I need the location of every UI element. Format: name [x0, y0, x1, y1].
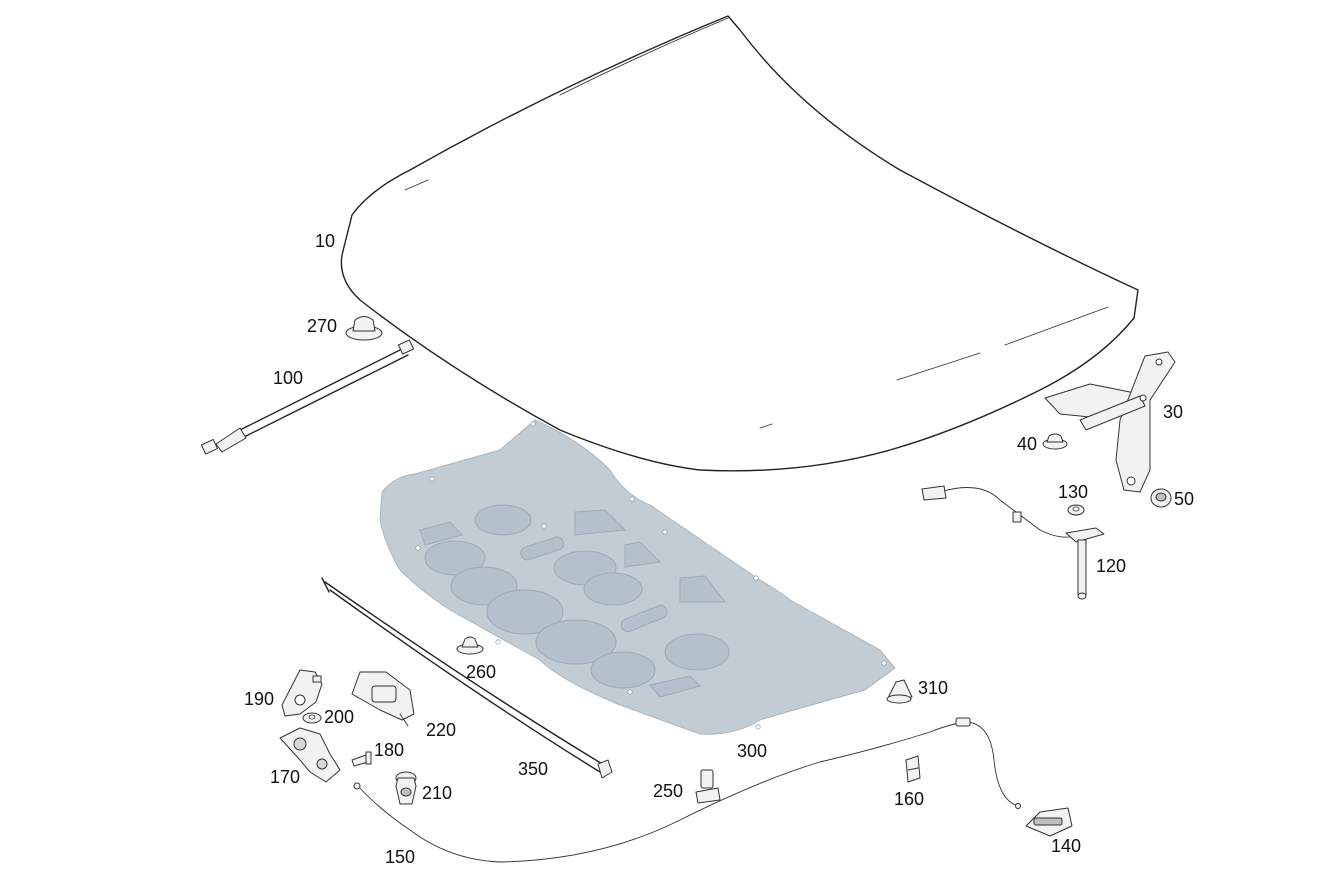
- rubber-bumper: [1042, 433, 1068, 450]
- liner-clip: [456, 636, 484, 655]
- bolt: [351, 751, 372, 767]
- label-part-150: 150: [385, 847, 416, 867]
- grommet: [1150, 488, 1172, 508]
- cable-grommet: [395, 771, 417, 805]
- label-part-40: 40: [1017, 434, 1038, 454]
- label-part-260: 260: [466, 662, 497, 682]
- label-part-210: 210: [422, 783, 453, 803]
- hood-buffer: [345, 316, 383, 341]
- hood-catch: [351, 671, 415, 727]
- label-part-50: 50: [1174, 489, 1195, 509]
- label-part-270: 270: [307, 316, 338, 336]
- label-part-250: 250: [653, 781, 684, 801]
- label-part-300: 300: [737, 741, 768, 761]
- cable-holder: [905, 755, 921, 783]
- insulation-liner: [379, 419, 896, 735]
- flange-nut: [302, 712, 322, 724]
- label-part-130: 130: [1058, 482, 1089, 502]
- label-part-10: 10: [315, 231, 336, 251]
- hood-lock: [279, 727, 341, 783]
- label-part-310: 310: [918, 678, 949, 698]
- push-clip: [886, 679, 913, 704]
- label-part-140: 140: [1051, 836, 1082, 856]
- label-part-200: 200: [324, 707, 355, 727]
- label-part-170: 170: [270, 767, 301, 787]
- label-part-350: 350: [518, 759, 549, 779]
- hex-nut: [1067, 504, 1085, 516]
- hood-sensor: [921, 485, 1105, 600]
- label-part-180: 180: [374, 740, 405, 760]
- gas-strut: [200, 339, 415, 455]
- hood-hinge: [1044, 351, 1176, 493]
- seal-strip: [321, 577, 613, 779]
- label-part-120: 120: [1096, 556, 1127, 576]
- hood-panel: [340, 15, 1139, 472]
- release-cable: [353, 717, 1019, 863]
- label-part-220: 220: [426, 720, 457, 740]
- release-handle: [1015, 803, 1073, 837]
- cable-clip: [695, 769, 721, 804]
- label-part-190: 190: [244, 689, 275, 709]
- label-part-30: 30: [1163, 402, 1184, 422]
- label-part-100: 100: [273, 368, 304, 388]
- latch-bracket: [281, 669, 323, 717]
- label-part-160: 160: [894, 789, 925, 809]
